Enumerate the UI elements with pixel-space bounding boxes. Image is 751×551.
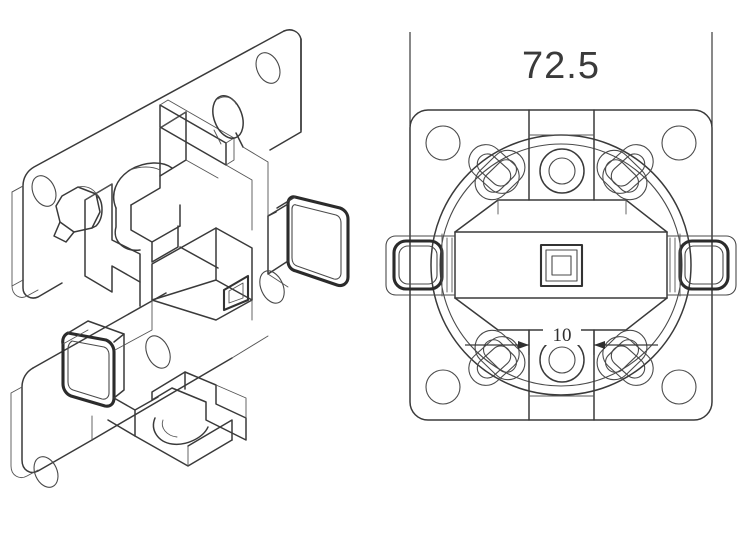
side-tab-right: [666, 233, 737, 297]
hub-upper-skirt: [454, 199, 668, 233]
iso-pin-upper: [212, 95, 244, 148]
oval-slot-bottom-right: [596, 329, 654, 386]
corner-hole-top-right: [661, 125, 697, 161]
iso-backing-plate: [11, 29, 302, 299]
iso-edge-e: [231, 335, 269, 359]
side-tab-right-window-inner: [684, 245, 724, 285]
iso-edge-h: [242, 146, 269, 217]
iso-corner-hole-left: [31, 175, 57, 207]
corner-hole-bottom-left: [425, 369, 461, 405]
front-view: 72.5: [385, 32, 737, 421]
socket-mid-square: [545, 249, 578, 282]
iso-edge-g: [225, 164, 253, 231]
oval-slot-bottom-left: [468, 329, 526, 386]
socket-inner-square: [551, 255, 572, 276]
iso-tab-left: [61, 320, 125, 408]
boss-top-center: [539, 148, 585, 194]
corner-hole-top-left: [425, 125, 461, 161]
iso-corner-hole-bottom-left: [33, 456, 59, 488]
iso-face-hole-right: [259, 270, 285, 304]
iso-upper-rib-assembly: [84, 111, 187, 293]
oval-slot-top-left: [468, 144, 526, 201]
dim10-text-mask: [543, 321, 581, 345]
iso-edge-i: [185, 159, 219, 179]
dim10-arrow-right: [594, 341, 605, 349]
side-tab-left-window-inner: [398, 245, 438, 285]
iso-lower-wing: [10, 292, 233, 488]
iso-fork-claw: [107, 371, 247, 467]
main-bore-inner-circle: [439, 143, 683, 387]
front-plate-outline: [409, 109, 713, 421]
iso-tab-right: [267, 195, 350, 288]
corner-hole-bottom-right: [661, 369, 697, 405]
dimension-label-overall-width: 72.5: [522, 45, 600, 87]
isometric-view: [10, 29, 350, 488]
socket-outer-square: [539, 243, 584, 288]
dimension-center-offset: 10: [465, 321, 658, 355]
dim10-arrow-left: [518, 341, 529, 349]
iso-face-hole-left: [145, 335, 171, 369]
iso-edge-c: [179, 246, 219, 269]
iso-edge-a: [114, 299, 153, 351]
iso-hex-knob: [53, 186, 103, 243]
dimension-label-center-offset: 10: [553, 325, 572, 346]
oval-slot-top-right: [596, 144, 654, 201]
dimension-overall-width: 72.5: [409, 32, 713, 126]
side-tab-left: [385, 233, 456, 297]
center-square-socket: [539, 243, 584, 288]
iso-corner-hole-top: [255, 52, 281, 84]
